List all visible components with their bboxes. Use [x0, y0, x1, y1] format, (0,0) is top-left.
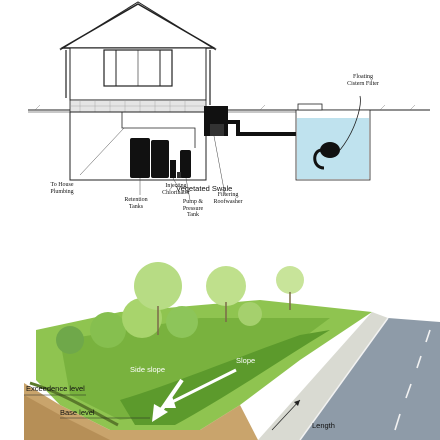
label-floating-cistern-filter: Floating Cistern Filter	[347, 74, 379, 87]
label-filtering-roofwasher: Filtering Roofwasher	[213, 192, 243, 205]
side-slope-arrow	[152, 378, 184, 422]
label-to-house-plumbing: To House Plumbing	[50, 182, 74, 195]
label-retention-tanks: Retention Tanks	[124, 197, 148, 210]
label-base-level: Base level	[60, 408, 95, 417]
label-injecting-chlorinator: Injecting Chlorinator	[162, 183, 190, 196]
label-side-slope: Side slope	[130, 365, 166, 374]
retention-tank	[151, 140, 169, 178]
swale-channel-bottom	[120, 330, 330, 425]
rainwater-system-diagram	[28, 1, 430, 201]
pump-pressure-tank	[180, 150, 191, 178]
injecting-chlorinator	[170, 160, 176, 178]
slope-arrow	[160, 368, 237, 408]
label-slope: Slope	[236, 356, 256, 365]
floating-cistern-filter	[320, 142, 340, 158]
label-vegetated-swale: Vegetated Swale	[176, 184, 233, 193]
label-length: Length	[312, 421, 335, 430]
retention-tank	[130, 138, 150, 178]
length-arrow	[271, 399, 301, 431]
trees	[56, 262, 304, 354]
label-pump-pressure-tank: Pump & Pressure Tank	[182, 199, 204, 218]
house-roof	[59, 3, 217, 49]
label-exceedence-level: Exceedence level	[26, 384, 85, 393]
